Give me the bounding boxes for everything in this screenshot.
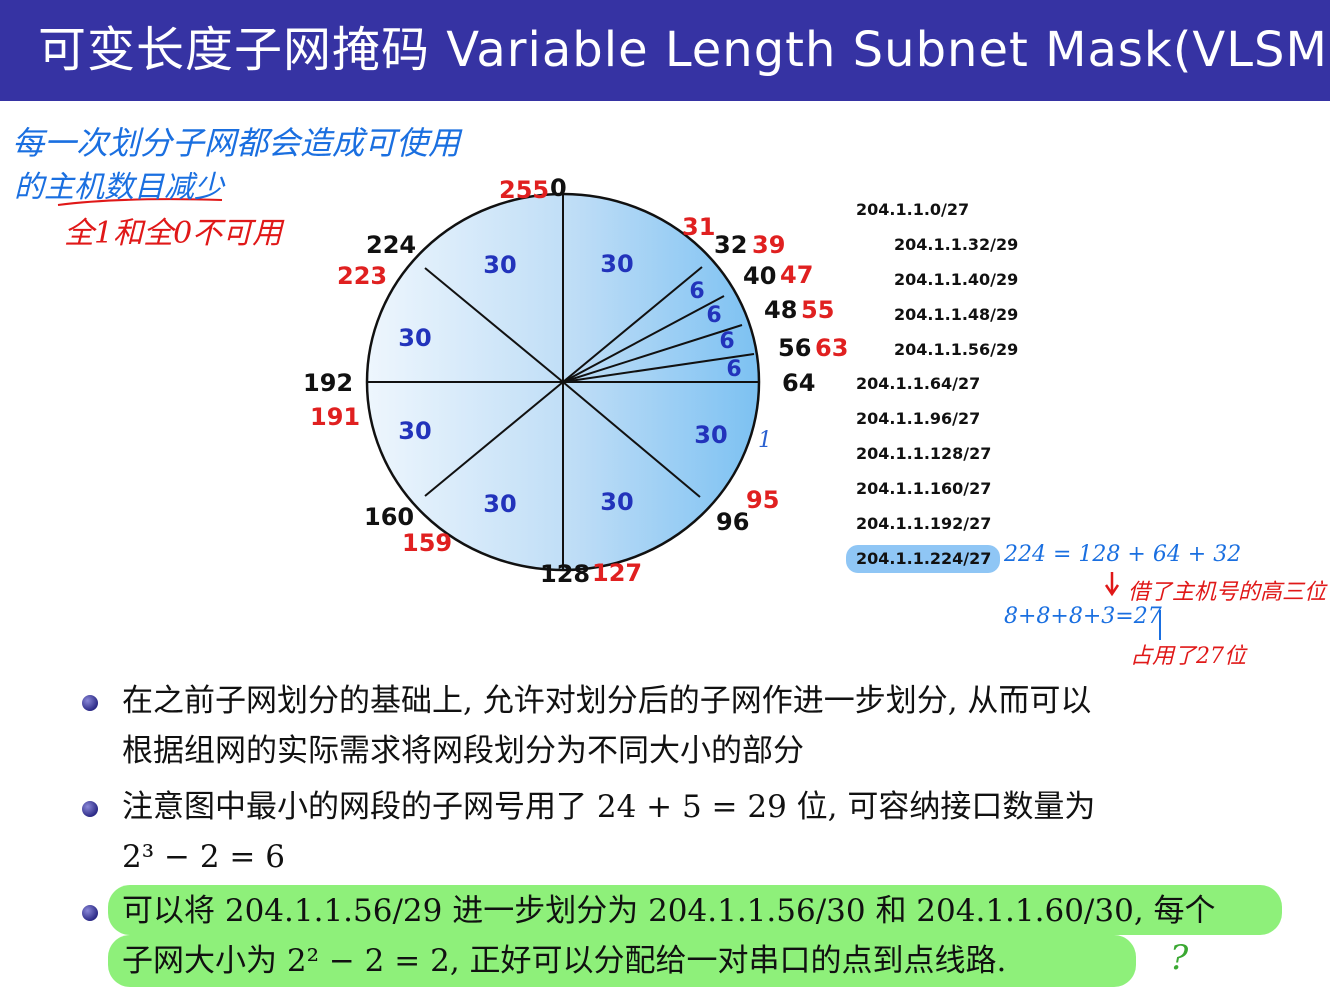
sector-label: 6 — [726, 357, 741, 382]
sector-label: 6 — [719, 329, 734, 354]
handwriting-underline — [57, 198, 223, 206]
subnet-item: 204.1.1.64/27 — [856, 374, 981, 393]
boundary-160: 160 — [364, 503, 414, 531]
boundary-32: 32 — [714, 231, 747, 259]
divider-32 — [562, 266, 703, 383]
subnet-item: 204.1.1.96/27 — [856, 409, 981, 428]
subnet-item: 204.1.1.128/27 — [856, 444, 992, 463]
bullet-dot — [82, 695, 98, 711]
bullet-text: 2³ − 2 = 6 — [122, 839, 285, 875]
divider-96 — [562, 381, 701, 498]
divider-56 — [562, 353, 755, 383]
subnet-item: 204.1.1.0/27 — [856, 200, 970, 219]
boundary-red-63: 63 — [815, 334, 848, 362]
bullet-dot — [82, 801, 98, 817]
divider-160 — [424, 381, 564, 497]
divider-224 — [424, 267, 564, 383]
sector-label: 30 — [600, 250, 633, 278]
subnet-item: 204.1.1.32/29 — [894, 235, 1019, 254]
bullet-text: 在之前子网划分的基础上, 允许对划分后的子网作进一步划分, 从而可以 — [122, 683, 1092, 719]
title-bar: 可变长度子网掩码 Variable Length Subnet Mask(VLS… — [0, 0, 1330, 101]
handwritten-calc: 占用了27位 — [1130, 644, 1246, 669]
subnet-item-highlighted: 204.1.1.224/27 — [846, 545, 1001, 573]
sector-dividers — [367, 194, 759, 570]
sector-label: 30 — [694, 421, 727, 449]
handwritten-calc: 8+8+8+3=27 — [1004, 604, 1162, 629]
sector-label: 30 — [483, 490, 516, 518]
boundary-red-223: 223 — [337, 262, 387, 290]
subnet-item: 204.1.1.40/29 — [894, 270, 1019, 289]
slide-title: 可变长度子网掩码 Variable Length Subnet Mask(VLS… — [38, 22, 1330, 78]
boundary-red-127: 127 — [592, 559, 642, 587]
highlight-line-2 — [108, 935, 1136, 987]
sector-label: 6 — [706, 303, 721, 328]
boundary-red-159: 159 — [402, 529, 452, 557]
boundary-48: 48 — [764, 296, 797, 324]
boundary-red-255: 255 — [499, 176, 549, 204]
sector-label: 30 — [483, 251, 516, 279]
boundary-red-55: 55 — [801, 296, 834, 324]
handwritten-note: 的主机数目减少 — [14, 170, 224, 205]
boundary-96: 96 — [716, 508, 749, 536]
boundary-red-47: 47 — [780, 261, 813, 289]
subnet-item: 204.1.1.48/29 — [894, 305, 1019, 324]
boundary-128: 128 — [540, 560, 590, 588]
boundary-red-39: 39 — [752, 231, 785, 259]
sector-label: 6 — [689, 279, 704, 304]
boundary-40: 40 — [743, 262, 776, 290]
handwritten-note: 每一次划分子网都会造成可使用 — [12, 124, 461, 162]
boundary-0: 0 — [550, 174, 567, 202]
boundary-224: 224 — [366, 231, 416, 259]
divider-48 — [562, 324, 743, 383]
subnet-item: 204.1.1.56/29 — [894, 340, 1019, 359]
bullet-dot — [82, 905, 98, 921]
sector-label: 30 — [398, 417, 431, 445]
boundary-red-95: 95 — [746, 486, 779, 514]
handwritten-calc: 224 = 128 + 64 + 32 — [1004, 542, 1242, 567]
handwritten-question: ? — [1170, 938, 1189, 978]
handwritten-note: 全1和全0不可用 — [64, 216, 283, 251]
bullet-text: 子网大小为 2² − 2 = 2, 正好可以分配给一对串口的点到点线路. — [122, 943, 1007, 979]
highlight-line-1 — [108, 885, 1282, 935]
sector-label: 30 — [398, 324, 431, 352]
boundary-192: 192 — [303, 369, 353, 397]
boundary-64: 64 — [782, 369, 815, 397]
handwriting-arrow — [1104, 572, 1120, 597]
boundary-red-191: 191 — [310, 403, 360, 431]
boundary-red-31: 31 — [682, 213, 715, 241]
bullet-text: 注意图中最小的网段的子网号用了 24 + 5 = 29 位, 可容纳接口数量为 — [122, 789, 1096, 825]
divider-40 — [562, 295, 725, 383]
sector-label: 30 — [600, 488, 633, 516]
bullet-text: 可以将 204.1.1.56/29 进一步划分为 204.1.1.56/30 和… — [122, 893, 1216, 929]
handwritten-tick: 1 — [758, 428, 772, 453]
subnet-item: 204.1.1.192/27 — [856, 514, 992, 533]
handwritten-calc: 借了主机号的高三位 — [1128, 580, 1327, 605]
subnet-item: 204.1.1.160/27 — [856, 479, 992, 498]
bullet-text: 根据组网的实际需求将网段划分为不同大小的部分 — [122, 733, 804, 769]
boundary-56: 56 — [778, 334, 811, 362]
